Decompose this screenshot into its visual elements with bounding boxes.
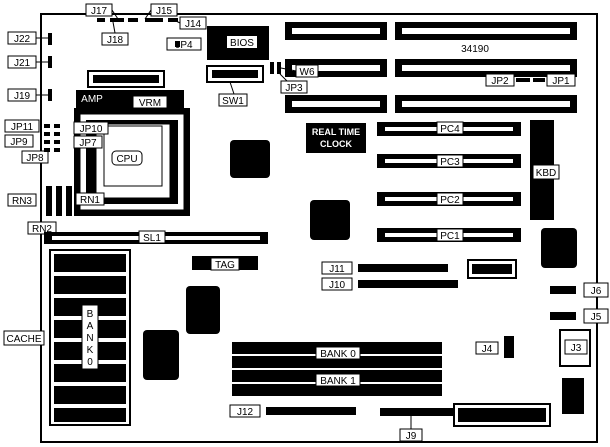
- label-j10: J10: [329, 280, 346, 291]
- label-rn2: RN2: [32, 224, 52, 235]
- j5-header: [550, 312, 576, 320]
- label-j18: J18: [107, 35, 124, 46]
- label-cpu: CPU: [116, 154, 137, 165]
- chip-e: [541, 228, 577, 268]
- label-vrm: VRM: [139, 98, 161, 109]
- label-kbd: KBD: [536, 168, 557, 179]
- label-jp10: JP10: [80, 124, 103, 135]
- j11-header: [358, 264, 448, 272]
- label-pc2: PC2: [440, 195, 460, 206]
- label-sl1: SL1: [143, 233, 161, 244]
- label-j17: J17: [91, 6, 108, 17]
- label-rtc-line1: REAL TIME: [312, 127, 360, 137]
- label-bank-letter-1: B: [87, 309, 94, 320]
- j9-header: [380, 408, 470, 416]
- label-jp4: JP4: [175, 40, 193, 51]
- j6-header: [550, 286, 576, 294]
- label-bank1: BANK 1: [320, 376, 356, 387]
- label-jp2: JP2: [491, 76, 509, 87]
- chip-b: [310, 200, 350, 240]
- label-j3: J3: [571, 343, 582, 354]
- label-pc1: PC1: [440, 231, 460, 242]
- label-bios: BIOS: [230, 38, 254, 49]
- connector-row-top: [97, 18, 178, 22]
- label-j19: J19: [14, 91, 31, 102]
- label-jp8: JP8: [26, 153, 44, 164]
- chip-c: [186, 286, 220, 334]
- label-sw1: SW1: [222, 96, 244, 107]
- label-jp7: JP7: [79, 138, 97, 149]
- label-pc3: PC3: [440, 157, 460, 168]
- label-tag: TAG: [215, 260, 235, 271]
- label-bank0: BANK 0: [320, 349, 356, 360]
- label-pc4: PC4: [440, 124, 460, 135]
- label-jp3: JP3: [285, 83, 303, 94]
- label-rn1: RN1: [80, 195, 100, 206]
- real-time-clock: [306, 123, 366, 153]
- label-j11: J11: [329, 264, 345, 275]
- label-bank-letter-4: K: [87, 345, 94, 356]
- isa-slots: [285, 22, 577, 113]
- label-amp: AMP: [81, 94, 103, 105]
- label-j12: J12: [237, 407, 254, 418]
- j10-header: [358, 280, 458, 288]
- label-cache: CACHE: [6, 334, 41, 345]
- label-j6: J6: [591, 286, 602, 297]
- label-j9: J9: [406, 431, 417, 442]
- label-rtc-line2: CLOCK: [320, 139, 352, 149]
- chip-d: [143, 330, 179, 380]
- j4-header: [504, 336, 514, 358]
- label-j15: J15: [156, 6, 173, 17]
- label-bank-letter-5: 0: [87, 357, 93, 368]
- cache-sockets: [54, 254, 126, 422]
- rear-connector: [562, 378, 584, 414]
- chip-a: [230, 140, 270, 178]
- label-jp9: JP9: [10, 137, 28, 148]
- label-w6: W6: [300, 67, 315, 78]
- label-j21: J21: [14, 58, 31, 69]
- label-jp1: JP1: [552, 76, 570, 87]
- label-j22: J22: [14, 34, 31, 45]
- label-board-id: 34190: [461, 44, 489, 55]
- label-bank-letter-3: N: [86, 333, 93, 344]
- label-rn3: RN3: [12, 196, 32, 207]
- label-j14: J14: [185, 19, 202, 30]
- label-bank-letter-2: A: [87, 321, 94, 332]
- label-j5: J5: [591, 312, 602, 323]
- label-jp11: JP11: [11, 122, 33, 133]
- label-j4: J4: [482, 344, 493, 355]
- j12-header: [266, 407, 356, 415]
